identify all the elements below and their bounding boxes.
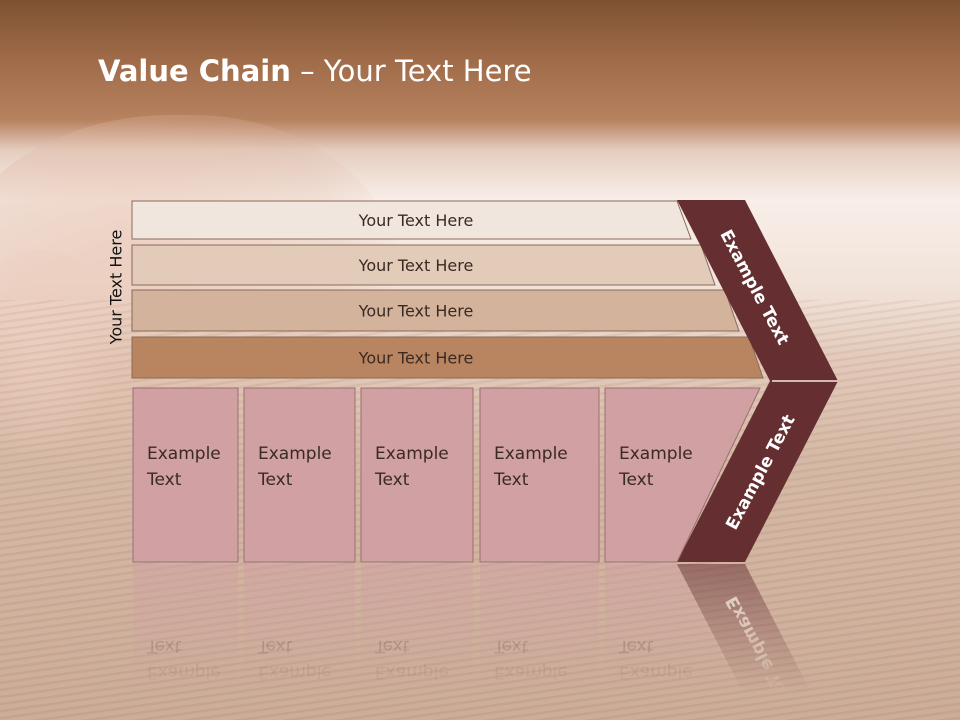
box-5	[604, 387, 761, 563]
bar-3-label: Your Text Here	[358, 302, 474, 321]
box-1-reflection: Example Text	[133, 564, 238, 720]
box-4-reflection: Example Text	[480, 564, 599, 720]
box-1-reflection-line1: Example	[147, 662, 221, 682]
box-2-line1: Example	[258, 444, 332, 464]
slide-title: Value Chain – Your Text Here	[98, 54, 532, 88]
box-2-reflection-line1: Example	[258, 662, 332, 682]
bar-1-label: Your Text Here	[358, 211, 474, 230]
bar-2	[131, 244, 716, 286]
box-4-line2: Text	[493, 470, 529, 490]
box-5-line2: Text	[618, 470, 654, 490]
box-4-reflection-line2: Text	[493, 636, 529, 656]
box-5-reflection-line2: Text	[618, 636, 654, 656]
box-5-line1: Example	[619, 444, 693, 464]
bar-4	[131, 336, 764, 379]
box-5-reflection-shape	[605, 564, 752, 720]
box-3-reflection-shape	[361, 564, 473, 720]
box-3-line1: Example	[375, 444, 449, 464]
box-1-reflection-line2: Text	[146, 636, 182, 656]
box-2	[243, 387, 356, 563]
box-1-reflection-shape	[133, 564, 238, 720]
box-4-reflection-line1: Example	[494, 662, 568, 682]
box-3	[360, 387, 474, 563]
box-4-reflection-shape	[480, 564, 599, 720]
box-5-reflection-line1: Example	[619, 662, 693, 682]
box-2-reflection-shape	[244, 564, 355, 720]
box-1-line2: Text	[146, 470, 182, 490]
box-1	[132, 387, 239, 563]
box-3-reflection: Example Text	[361, 564, 473, 720]
title-bold: Value Chain	[98, 54, 291, 88]
box-2-reflection: Example Text	[244, 564, 355, 720]
box-4-line1: Example	[494, 444, 568, 464]
bar-1	[131, 200, 692, 240]
box-3-reflection-line1: Example	[375, 662, 449, 682]
box-2-reflection-line2: Text	[257, 636, 293, 656]
reflection-layer: ExampleTextExampleTextExampleTextExample…	[133, 564, 826, 720]
bar-3	[131, 289, 740, 332]
box-1-line1: Example	[147, 444, 221, 464]
chevron-reflection-shape-2	[677, 564, 826, 720]
box-3-reflection-line2: Text	[374, 636, 410, 656]
bar-2-label: Your Text Here	[358, 256, 474, 275]
box-5-reflection: Example Text	[605, 564, 752, 720]
box-4	[479, 387, 600, 563]
box-2-line2: Text	[257, 470, 293, 490]
bar-4-label: Your Text Here	[358, 349, 474, 368]
title-rest: – Your Text Here	[290, 54, 532, 88]
box-3-line2: Text	[374, 470, 410, 490]
